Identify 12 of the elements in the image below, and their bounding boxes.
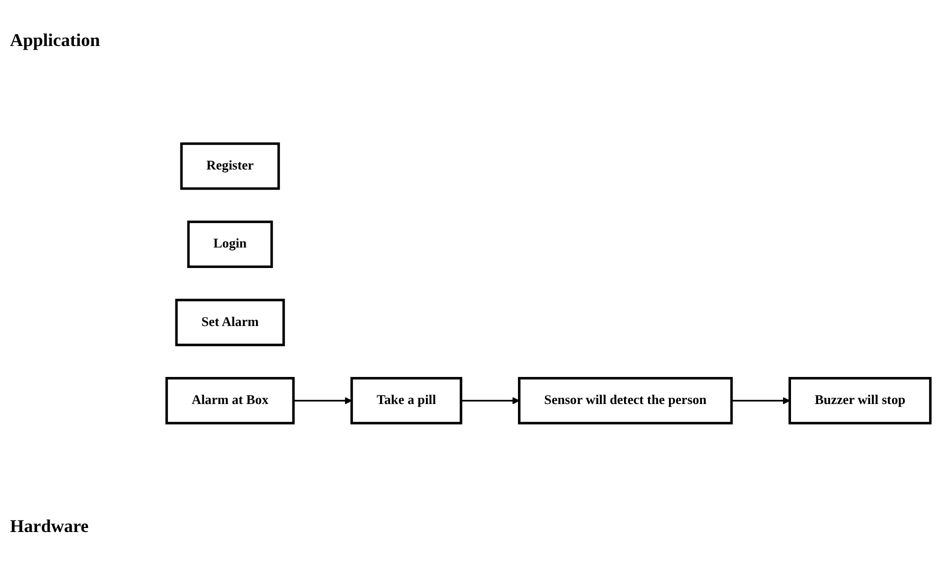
arrow <box>732 397 790 404</box>
node-box: Alarm at Box <box>165 377 295 424</box>
group-label: Hardware <box>10 516 90 537</box>
arrow <box>293 397 352 404</box>
node-box: Set Alarm <box>175 298 285 346</box>
node-box: Login <box>187 220 273 268</box>
node-box: Buzzer will stop <box>788 377 932 424</box>
node-box: Sensor will detect the person <box>518 377 733 424</box>
arrow <box>461 397 520 404</box>
node-box: Register <box>180 142 280 190</box>
node-box: Take a pill <box>350 377 462 424</box>
group-label: Application <box>10 30 102 51</box>
